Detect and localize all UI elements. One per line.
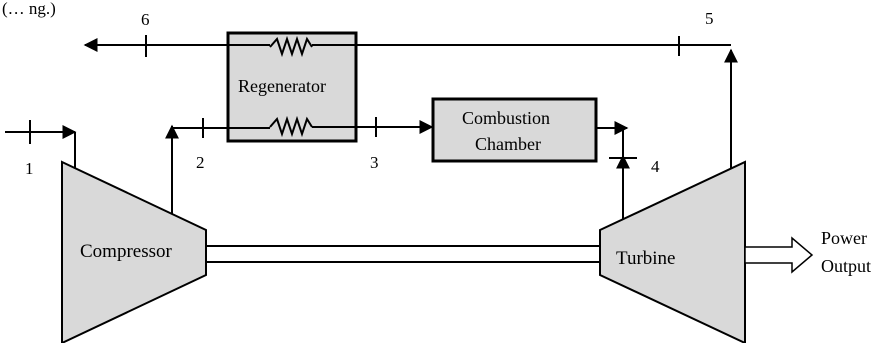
shaft bbox=[206, 245, 600, 263]
compressor bbox=[61, 160, 207, 343]
stream-3 bbox=[356, 117, 434, 137]
state-point-6: 6 bbox=[141, 10, 150, 29]
inlet-stream-1 bbox=[5, 120, 77, 168]
state-point-2: 2 bbox=[196, 153, 205, 172]
regenerator-cold-coil bbox=[269, 115, 313, 138]
combustion-label-line2: Chamber bbox=[475, 134, 541, 154]
stream-4 bbox=[596, 121, 637, 222]
turbine bbox=[599, 160, 746, 343]
state-point-4: 4 bbox=[651, 157, 660, 176]
regenerator-hot-coil bbox=[269, 35, 313, 58]
power-output-line2: Output bbox=[821, 256, 871, 276]
power-output-line1: Power bbox=[821, 228, 867, 248]
stream-5 bbox=[356, 36, 738, 168]
power-output-arrow bbox=[744, 236, 814, 274]
combustion-label-line1: Combustion bbox=[462, 108, 550, 128]
regenerator-label: Regenerator bbox=[238, 76, 326, 96]
state-point-3: 3 bbox=[370, 153, 379, 172]
turbine-label: Turbine bbox=[616, 248, 675, 269]
compressor-label: Compressor bbox=[80, 241, 173, 262]
stream-6 bbox=[83, 35, 356, 57]
header-fragment: (… ng.) bbox=[2, 0, 56, 18]
stream-2 bbox=[165, 118, 228, 214]
state-point-1: 1 bbox=[25, 159, 34, 178]
state-point-5: 5 bbox=[705, 9, 714, 28]
combustion-chamber-box bbox=[431, 97, 598, 163]
